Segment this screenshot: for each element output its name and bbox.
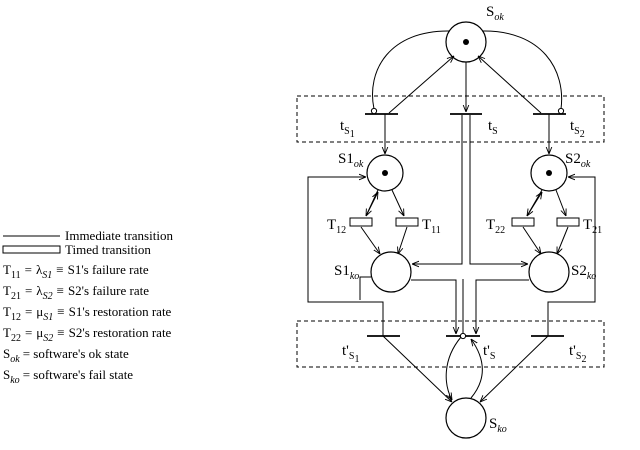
inhibitor-arc-sok-ts1 — [372, 30, 451, 110]
transition-t22 — [511, 217, 535, 227]
arcs — [307, 30, 596, 402]
legend-row-t21: T21=λS2≡S2's failure rate — [3, 283, 149, 302]
legend-state-ok: Sok= software's ok state — [3, 346, 129, 365]
label-s1-ko: S1ko — [334, 263, 359, 282]
transition-t12 — [349, 217, 373, 227]
legend-row-t22: T22=μS2≡S2's restoration rate — [3, 325, 172, 344]
label-ts: tS — [488, 118, 498, 137]
timed-transition-sample — [2, 245, 61, 254]
label-t22: T22 — [486, 217, 505, 236]
label-ts2: tS2 — [570, 118, 585, 140]
label-t21: T21 — [583, 217, 602, 236]
label-tps1: t'S1 — [342, 343, 359, 365]
place-s1-ok — [366, 154, 404, 192]
place-s-ok — [445, 21, 487, 63]
legend: Immediate transition Timed transition T1… — [2, 228, 173, 386]
label-t11: T11 — [422, 217, 441, 236]
upper-transition-group-box — [296, 95, 605, 143]
place-s2-ok — [530, 154, 568, 192]
label-s2-ok: S2ok — [565, 151, 591, 170]
label-s2-ko: S2ko — [571, 263, 596, 282]
legend-row-t11: T11=λS1≡S1's failure rate — [3, 262, 149, 281]
token — [382, 170, 388, 176]
place-s-ko — [445, 397, 487, 439]
legend-row-t12: T12=μS1≡S1's restoration rate — [3, 304, 172, 323]
label-s-ok: Sok — [486, 4, 504, 23]
inhibitor-circle — [370, 107, 378, 115]
label-tps: t'S — [483, 343, 495, 362]
transition-t21 — [556, 217, 580, 227]
inhibitor-circle — [459, 332, 467, 340]
legend-state-ko: Sko= software's fail state — [3, 367, 133, 386]
lower-transition-group-box — [296, 320, 605, 368]
transition-t11 — [395, 217, 419, 227]
token — [463, 39, 469, 45]
legend-timed: Timed transition — [65, 242, 151, 257]
label-tps2: t'S2 — [569, 343, 586, 365]
label-ts1: tS1 — [340, 118, 355, 140]
label-t12: T12 — [327, 217, 346, 236]
inhibitor-circle — [557, 107, 565, 115]
place-s2-ko — [528, 251, 570, 293]
inhibitor-arc-sok-ts2 — [481, 30, 563, 110]
label-s-ko: Sko — [489, 416, 507, 435]
place-s1-ko — [370, 251, 412, 293]
legend-immediate: Immediate transition — [65, 228, 173, 243]
label-s1-ok: S1ok — [338, 151, 364, 170]
token — [546, 170, 552, 176]
